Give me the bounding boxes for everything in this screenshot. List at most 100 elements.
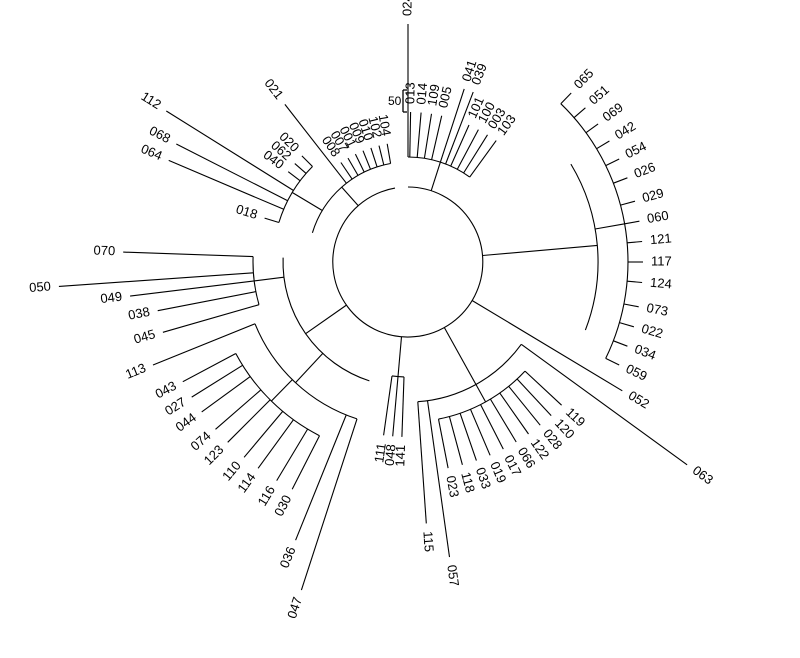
leaf-branch-013 <box>409 111 412 158</box>
leaf-branch-054 <box>605 158 620 167</box>
leaf-label-039: 039 <box>468 61 490 87</box>
leaf-label-115: 115 <box>420 531 436 553</box>
leaf-label-041: 041 <box>459 58 480 83</box>
leaf-label-050: 050 <box>29 278 52 294</box>
leaf-label-069: 069 <box>600 100 626 125</box>
leaf-branch-038 <box>157 291 256 312</box>
leaf-branch-103 <box>469 140 497 178</box>
leaf-label-048: 048 <box>382 444 399 467</box>
leaf-label-036: 036 <box>277 544 299 570</box>
leaf-branch-113 <box>152 323 256 366</box>
clade-arc-c-right-mid <box>570 163 599 331</box>
leaf-branch-111 <box>383 375 393 436</box>
leaf-label-021: 021 <box>261 76 286 102</box>
leaf-branch-101 <box>450 124 470 167</box>
leaf-label-104: 104 <box>376 113 395 137</box>
leaf-label-051: 051 <box>586 82 612 108</box>
leaf-label-049: 049 <box>100 289 123 307</box>
tree-branches <box>58 24 688 591</box>
leaf-label-073: 073 <box>645 300 669 319</box>
leaf-branch-029 <box>620 200 636 206</box>
leaf-branch-141 <box>401 376 405 437</box>
leaf-label-038: 038 <box>127 304 151 323</box>
leaf-label-054: 054 <box>623 138 649 161</box>
leaf-branch-073 <box>623 303 639 308</box>
clade-connector-c-bottom <box>397 336 403 377</box>
leaf-branch-030 <box>291 435 320 490</box>
clade-connector-c-lowleft-1 <box>270 379 293 402</box>
leaf-label-018: 018 <box>234 201 259 222</box>
leaf-label-023: 023 <box>443 474 462 498</box>
leaf-label-024: 024 <box>399 0 414 16</box>
leaf-label-047: 047 <box>284 595 305 620</box>
leaf-branch-062 <box>294 163 307 174</box>
leaf-branch-034 <box>613 340 628 347</box>
clade-connector-c-lowright-2 <box>443 327 477 385</box>
leaf-branch-050 <box>58 272 254 287</box>
scale-bar-label: 50 <box>388 94 402 108</box>
leaf-label-121: 121 <box>649 230 672 247</box>
scale-bar: 50 <box>388 89 407 113</box>
leaf-branch-005 <box>431 115 443 160</box>
leaf-label-102: 102 <box>366 115 386 140</box>
leaf-branch-007 <box>347 157 359 176</box>
leaf-label-124: 124 <box>650 275 673 292</box>
leaf-branch-021 <box>284 104 347 184</box>
clade-connector-c-lowright <box>475 384 487 403</box>
leaf-branch-102 <box>378 145 385 166</box>
leaf-label-109: 109 <box>424 83 442 107</box>
leaf-branch-065 <box>560 92 572 105</box>
leaf-branch-124 <box>627 280 643 284</box>
leaf-branch-017 <box>480 404 504 450</box>
clade-connector-c-left-2 <box>305 304 347 335</box>
leaf-branch-120 <box>516 378 552 416</box>
leaf-branch-060 <box>624 220 640 225</box>
leaf-label-111: 111 <box>371 442 389 464</box>
leaf-branch-028 <box>508 385 541 426</box>
leaf-branch-104 <box>386 143 392 164</box>
leaf-branch-042 <box>596 140 610 150</box>
leaf-branch-123 <box>227 399 271 443</box>
leaf-label-057: 057 <box>444 564 462 588</box>
leaf-label-045: 045 <box>132 326 157 346</box>
leaf-label-029: 029 <box>640 185 665 205</box>
clade-arc-c-right-inner <box>560 103 629 359</box>
leaf-branch-043 <box>182 353 237 383</box>
leaf-branch-057 <box>426 400 451 558</box>
leaf-label-117: 117 <box>651 253 672 268</box>
leaf-branch-039 <box>445 91 474 165</box>
leaf-label-113: 113 <box>123 360 148 382</box>
leaf-label-052: 052 <box>626 388 652 412</box>
leaf-branch-040 <box>287 171 301 182</box>
leaf-branch-001 <box>354 153 365 173</box>
leaf-branch-049 <box>130 280 255 297</box>
leaf-branch-009 <box>362 150 372 170</box>
leaf-branch-003 <box>463 134 488 174</box>
leaf-branch-027 <box>191 364 243 398</box>
leaf-branch-014 <box>416 112 422 158</box>
clade-connector-c-left <box>254 276 284 282</box>
leaf-branch-023 <box>437 418 449 469</box>
leaf-branch-052 <box>472 300 623 392</box>
leaf-branch-068 <box>176 143 288 202</box>
leaf-branch-064 <box>168 159 284 210</box>
leaf-label-026: 026 <box>632 159 658 181</box>
leaf-branch-069 <box>585 123 599 134</box>
leaf-label-010: 010 <box>356 117 377 142</box>
clade-connector-c-right-mid <box>482 244 598 257</box>
leaf-label-013: 013 <box>402 82 417 104</box>
clade-connector-c-top <box>430 161 441 191</box>
clade-connector-c-upleft-2 <box>341 186 359 207</box>
leaf-branch-022 <box>619 322 635 328</box>
leaf-branch-041 <box>439 88 465 163</box>
leaf-branch-110 <box>243 411 284 458</box>
leaf-branch-119 <box>524 370 562 406</box>
leaf-branch-048 <box>392 376 399 437</box>
leaf-branch-036 <box>295 414 347 541</box>
leaf-branch-026 <box>613 177 628 184</box>
leaf-branch-047 <box>300 418 358 591</box>
leaf-label-014: 014 <box>413 82 430 105</box>
